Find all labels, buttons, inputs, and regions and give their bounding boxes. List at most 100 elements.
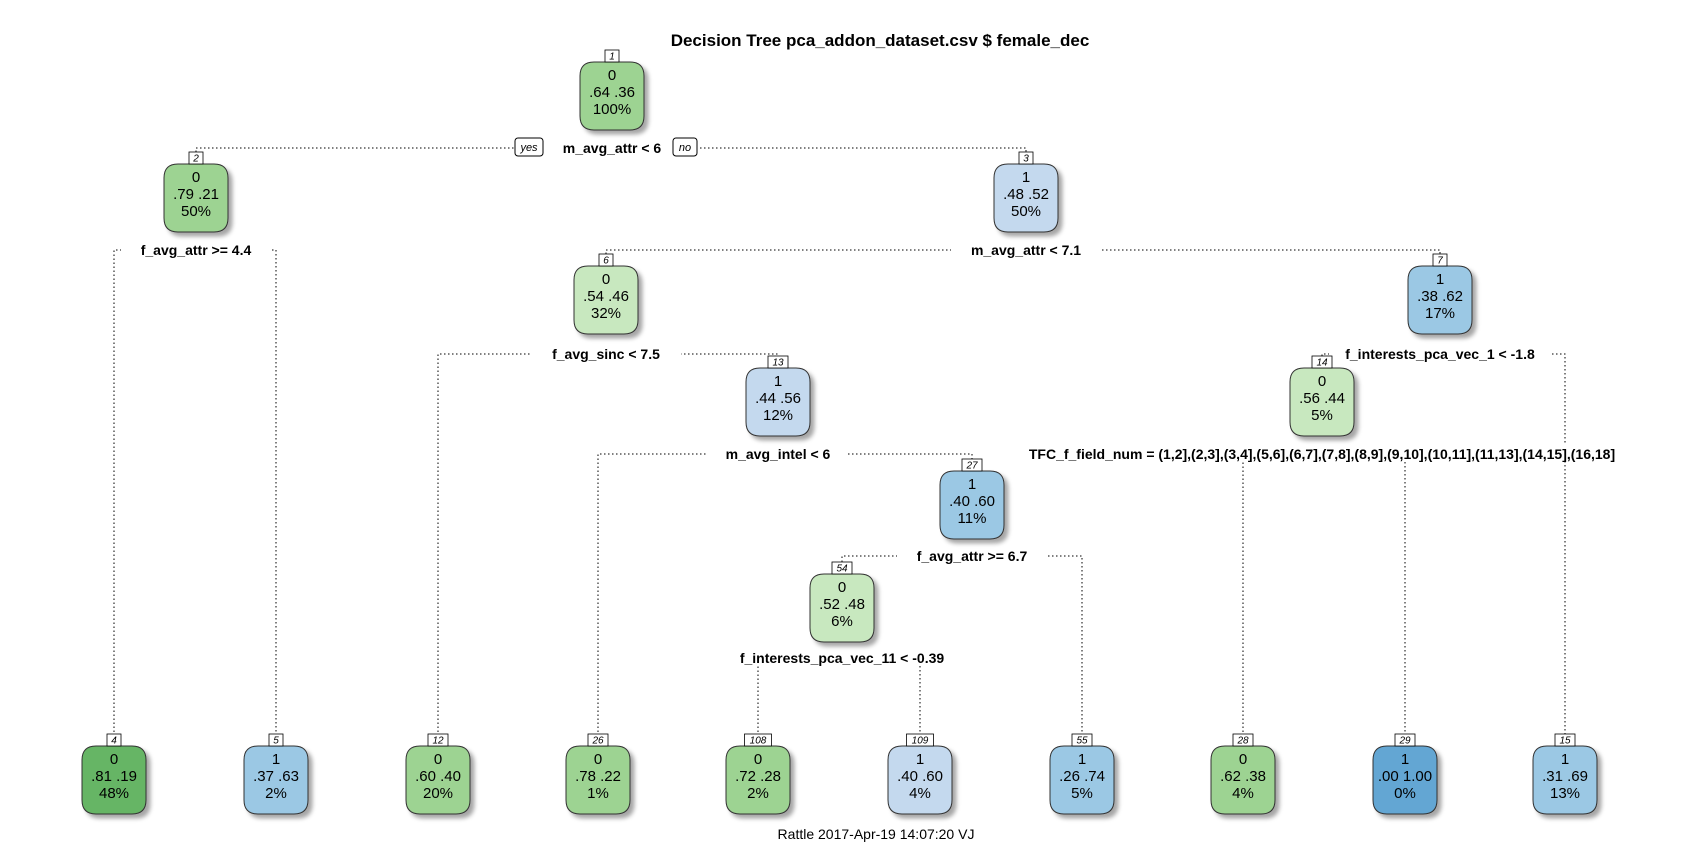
split-edge-2 (113, 249, 277, 740)
node-box (745, 367, 811, 437)
node-probs: .40 .60 (949, 493, 995, 510)
node-probs: .62 .38 (1220, 768, 1266, 785)
node-percent: 0% (1394, 785, 1416, 802)
node-id: 54 (836, 564, 848, 575)
split-label-14: TFC_f_field_num = (1,2],(2,3],(3,4],(5,6… (1029, 446, 1615, 462)
node-probs: .26 .74 (1059, 768, 1105, 785)
node-box (1049, 745, 1115, 815)
node-id-box (831, 561, 853, 575)
node-probs: .78 .22 (575, 768, 621, 785)
node-id-box (427, 733, 449, 747)
node-probs: .81 .19 (91, 768, 137, 785)
node-box (565, 745, 631, 815)
node-probs: .72 .28 (735, 768, 781, 785)
node-box (809, 573, 875, 643)
node-id: 55 (1076, 736, 1088, 747)
node-box (887, 745, 953, 815)
node-id: 26 (591, 736, 604, 747)
split-label-7: f_interests_pca_vec_1 < -1.8 (1345, 346, 1535, 362)
node-id: 14 (1316, 358, 1328, 369)
node-probs: .56 .44 (1299, 390, 1345, 407)
split-label-bg-3 (951, 240, 1101, 258)
node-probs: .31 .69 (1542, 768, 1588, 785)
split-edge-27 (841, 555, 1083, 740)
node-class: 0 (1318, 373, 1326, 390)
node-probs: .37 .63 (253, 768, 299, 785)
yes-label: yes (519, 142, 538, 154)
node-id: 15 (1559, 736, 1571, 747)
node-probs: .64 .36 (589, 84, 635, 101)
node-class: 0 (608, 67, 616, 84)
node-id: 12 (432, 736, 444, 747)
node-class: 0 (754, 751, 762, 768)
node-probs: .44 .56 (755, 390, 801, 407)
split-label-27: f_avg_attr >= 6.7 (917, 548, 1028, 564)
node-class: 0 (434, 751, 442, 768)
tree-node-14: 14 0.56 .445% (1289, 355, 1355, 437)
node-percent: 5% (1311, 407, 1333, 424)
node-probs: .52 .48 (819, 596, 865, 613)
tree-node-29: 291.00 1.000% (1372, 733, 1438, 815)
node-id-box (1554, 733, 1576, 747)
footer-caption: Rattle 2017-Apr-19 14:07:20 VJ (778, 826, 975, 842)
node-id: 7 (1437, 256, 1443, 267)
node-box (1407, 265, 1473, 335)
split-label-3: m_avg_attr < 7.1 (971, 242, 1081, 258)
yes-badge: yes (514, 137, 544, 157)
node-id-box (1311, 355, 1333, 369)
node-id-box (1232, 733, 1254, 747)
node-percent: 11% (958, 510, 987, 527)
node-percent: 100% (593, 101, 631, 118)
node-id: 109 (912, 736, 929, 747)
node-probs: .48 .52 (1003, 186, 1049, 203)
node-id: 29 (1398, 736, 1411, 747)
node-class: 1 (916, 751, 924, 768)
node-id: 2 (192, 154, 199, 165)
node-percent: 2% (265, 785, 287, 802)
node-id: 27 (965, 461, 978, 472)
split-label-6: f_avg_sinc < 7.5 (552, 346, 660, 362)
split-edge-14 (1242, 453, 1406, 740)
node-class: 0 (192, 169, 200, 186)
node-box (939, 470, 1005, 540)
node-id-box (744, 733, 772, 747)
node-class: 0 (1239, 751, 1247, 768)
split-label-bg-27 (897, 546, 1047, 564)
node-probs: .38 .62 (1417, 288, 1463, 305)
node-id-box (188, 151, 204, 165)
split-edge-13 (597, 453, 973, 740)
node-id-box (106, 733, 122, 747)
node-id: 5 (273, 736, 279, 747)
node-percent: 12% (763, 407, 793, 424)
node-id: 28 (1236, 736, 1249, 747)
split-label-bg-6 (531, 344, 681, 362)
node-class: 1 (272, 751, 280, 768)
node-id: 108 (750, 736, 767, 747)
tree-node-28: 280.62 .384% (1210, 733, 1276, 815)
split-label-bg-7 (1329, 344, 1551, 362)
node-id: 6 (603, 256, 609, 267)
node-percent: 2% (747, 785, 769, 802)
node-box (405, 745, 471, 815)
tree-node-5: 5 1.37 .632% (243, 733, 309, 815)
node-box (243, 745, 309, 815)
node-box (579, 61, 645, 131)
node-class: 1 (968, 476, 976, 493)
node-id-box (604, 49, 620, 63)
node-percent: 50% (181, 203, 211, 220)
split-label-13: m_avg_intel < 6 (726, 446, 831, 462)
node-class: 1 (1561, 751, 1569, 768)
split-label-bg-13 (708, 444, 848, 462)
node-id: 1 (609, 52, 615, 63)
tree-node-55: 551.26 .745% (1049, 733, 1115, 815)
